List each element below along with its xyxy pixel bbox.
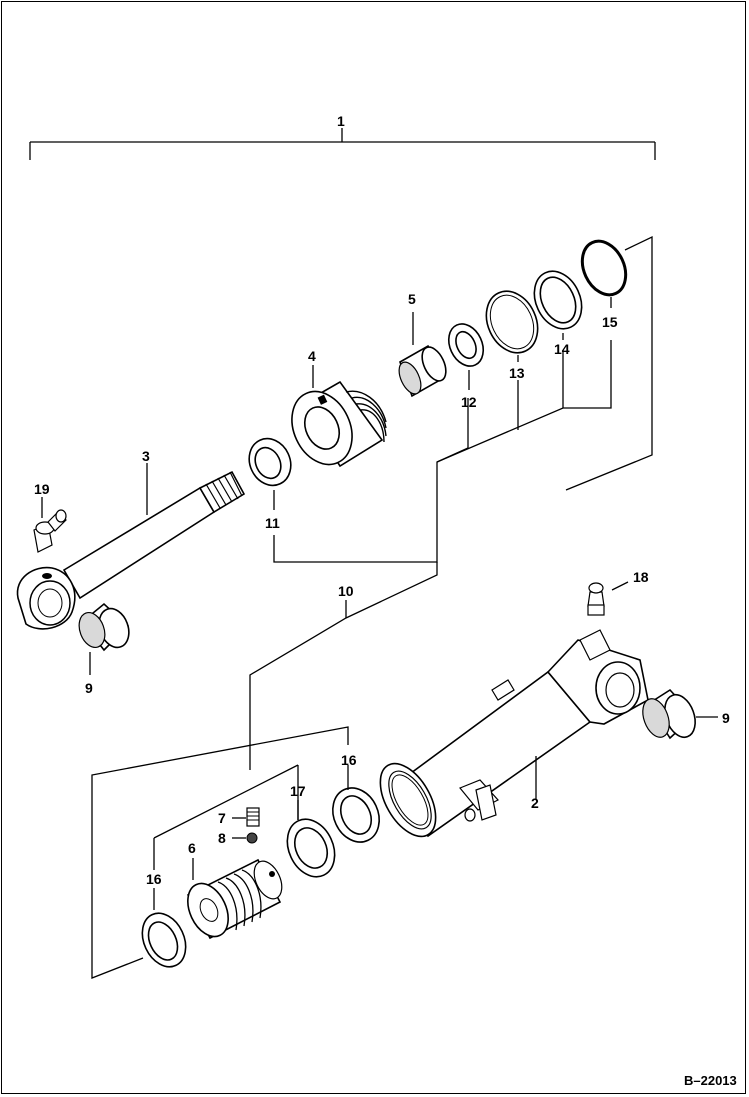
callout-12: 12 (461, 394, 477, 410)
callout-17: 17 (290, 783, 306, 799)
callout-16-right: 16 (341, 752, 357, 768)
seal-16-left (141, 888, 187, 968)
barrel-2 (379, 629, 649, 838)
o-ring-15 (580, 239, 628, 308)
callout-1: 1 (337, 113, 345, 129)
callout-2: 2 (531, 795, 539, 811)
ball-8 (232, 832, 258, 844)
callout-labels: 1 19 3 9 11 4 5 12 13 14 15 10 18 9 2 16… (34, 113, 730, 887)
piston-rod-3 (16, 463, 246, 630)
callout-18: 18 (633, 569, 649, 585)
gland-4 (291, 365, 387, 468)
figure-code: B–22013 (684, 1073, 737, 1088)
set-screw-7 (232, 807, 260, 827)
o-ring-13 (485, 290, 539, 362)
callout-5: 5 (408, 291, 416, 307)
callout-15: 15 (602, 314, 618, 330)
callout-7: 7 (218, 810, 226, 826)
callout-14: 14 (554, 341, 570, 357)
callout-9-right: 9 (722, 710, 730, 726)
callout-6: 6 (188, 840, 196, 856)
bushing-9-right (642, 688, 718, 740)
seal-16-right (332, 765, 380, 843)
callout-9-left: 9 (85, 680, 93, 696)
rod-seal-12 (447, 323, 485, 390)
assembly-bracket (29, 128, 656, 160)
callout-8: 8 (218, 830, 226, 846)
bushing-9-left (78, 602, 130, 675)
callout-19: 19 (34, 481, 50, 497)
callout-13: 13 (509, 365, 525, 381)
bushing-5 (398, 312, 447, 398)
piston-6 (186, 858, 283, 940)
piston-seal-17 (286, 800, 336, 878)
seal-kit-bracket (249, 235, 653, 770)
grease-fitting-19 (33, 497, 67, 553)
callout-16-left: 16 (146, 871, 162, 887)
piston-group-bracket (91, 726, 349, 979)
callout-4: 4 (308, 348, 316, 364)
callout-11: 11 (265, 515, 280, 531)
wiper-11 (248, 437, 292, 510)
backup-ring-14 (533, 270, 583, 340)
callout-10: 10 (338, 583, 354, 599)
callout-3: 3 (142, 448, 150, 464)
grease-fitting-18 (587, 581, 629, 616)
